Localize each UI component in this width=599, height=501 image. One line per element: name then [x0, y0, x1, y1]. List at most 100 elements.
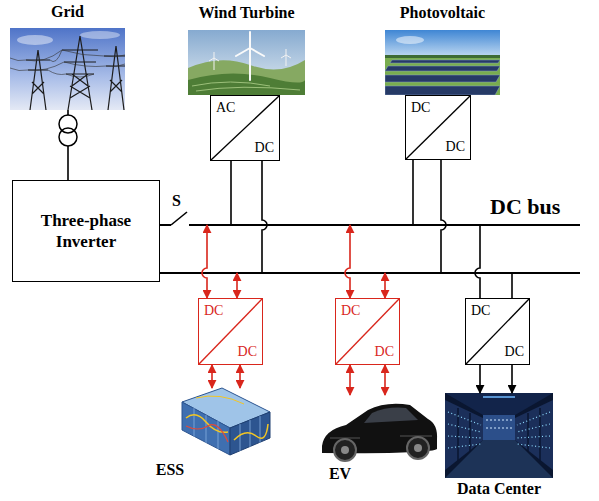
data-center-photo — [445, 393, 553, 478]
node-heading: Grid — [10, 2, 125, 22]
wind-turbine-photo — [188, 30, 305, 95]
connector-arrow — [384, 365, 386, 395]
photovoltaic-photo — [385, 86, 500, 95]
battery-illustration — [182, 388, 270, 455]
node-heading: EV — [320, 464, 360, 484]
converter-wires — [475, 225, 480, 298]
converter-label: DC — [411, 100, 430, 116]
car-illustration — [322, 404, 437, 461]
data-center-photo — [445, 393, 553, 415]
car-illustration — [334, 439, 356, 461]
grid-photo — [10, 28, 125, 110]
converter-wires — [511, 273, 513, 298]
photovoltaic-photo — [385, 30, 500, 95]
node-heading: Photovoltaic — [380, 3, 505, 23]
battery-illustration — [182, 402, 230, 455]
dc-bus-wires — [171, 212, 187, 225]
diagonal-line — [466, 299, 529, 364]
grid-photo — [104, 46, 125, 110]
transformer-symbol — [59, 115, 77, 133]
converter-label: DC — [204, 303, 223, 319]
photovoltaic-node: Photovoltaic — [385, 30, 500, 95]
photovoltaic-photo — [385, 75, 500, 82]
grid-photo-node: Grid — [10, 28, 125, 110]
connector-arrow — [511, 365, 513, 393]
bus-label: DC bus — [490, 194, 560, 220]
wind-turbine-photo — [188, 73, 305, 95]
photovoltaic-photo — [385, 30, 500, 60]
connector-arrow — [67, 110, 69, 180]
grid-photo — [10, 50, 125, 61]
data-center-node: Data Center — [445, 393, 553, 478]
transformer-symbol — [59, 115, 77, 133]
grid-photo — [17, 35, 53, 45]
data-center-photo — [445, 393, 553, 478]
connector-arrow — [211, 365, 213, 388]
converter-label: DC — [255, 140, 274, 156]
battery-illustration — [182, 388, 270, 428]
battery-illustration — [194, 408, 260, 451]
diagonal-line — [199, 299, 262, 364]
dc-dc-converter: DCDC — [465, 298, 530, 365]
car-illustration — [330, 436, 432, 438]
dc-dc-converter: DCDC — [335, 298, 400, 365]
converter-label: DC — [375, 344, 394, 360]
wind-turbine-photo — [236, 32, 264, 80]
battery-illustration — [230, 412, 270, 455]
converter-wires — [412, 160, 414, 225]
wind-turbine-photo — [281, 49, 291, 66]
transformer-symbol — [59, 115, 77, 146]
grid-photo — [48, 50, 94, 77]
connector-arrow — [239, 365, 241, 388]
grid-photo — [10, 50, 125, 77]
transformer-symbol — [59, 128, 77, 146]
photovoltaic-photo — [385, 55, 500, 60]
data-center-photo — [448, 412, 550, 448]
bidirectional-arrows — [384, 273, 386, 298]
dc-bus-wires — [160, 272, 580, 274]
node-heading: Data Center — [439, 479, 559, 499]
wind-turbine-photo — [209, 52, 219, 70]
ev-node: EV — [318, 395, 438, 463]
bidirectional-arrows — [202, 225, 207, 298]
ac-dc-converter: AC DC — [210, 95, 280, 161]
data-center-photo — [445, 440, 553, 478]
car-illustration — [341, 446, 349, 454]
connector-arrow — [479, 365, 481, 393]
data-center-photo — [483, 396, 515, 398]
converter-label: DC — [238, 344, 257, 360]
node-heading: Wind Turbine — [178, 3, 315, 23]
wind-turbine-photo — [192, 82, 300, 91]
car-illustration — [322, 404, 437, 453]
converter-label: AC — [216, 100, 235, 116]
photovoltaic-photo — [385, 58, 500, 95]
dc-bus-wires — [160, 224, 171, 226]
bidirectional-arrows — [202, 225, 385, 298]
grid-photo — [10, 62, 125, 71]
converter-label: DC — [446, 139, 465, 155]
data-center-photo — [458, 408, 540, 462]
diagonal-line — [211, 96, 279, 160]
grid-photo — [10, 28, 125, 110]
wind-turbine-node: Wind Turbine — [188, 30, 305, 95]
ess-node: ESS — [178, 388, 270, 455]
diagonal-line — [406, 96, 470, 159]
bidirectional-arrows — [345, 225, 350, 298]
data-center-photo — [515, 400, 553, 470]
photovoltaic-photo — [390, 60, 500, 63]
grid-photo — [26, 36, 125, 110]
bidirectional-arrows — [236, 273, 238, 298]
data-center-photo — [445, 400, 483, 470]
diagonal-line — [336, 299, 399, 364]
converter-wires — [231, 160, 512, 298]
switch-label: S — [172, 192, 181, 210]
converter-wires — [441, 160, 446, 273]
grid-photo — [80, 31, 120, 39]
wind-turbine-photo — [236, 32, 264, 80]
car-illustration — [364, 408, 418, 423]
dc-bus-wires — [189, 224, 580, 226]
grid-photo — [62, 36, 98, 110]
battery-illustration — [196, 396, 244, 404]
connector-arrow — [349, 365, 351, 395]
